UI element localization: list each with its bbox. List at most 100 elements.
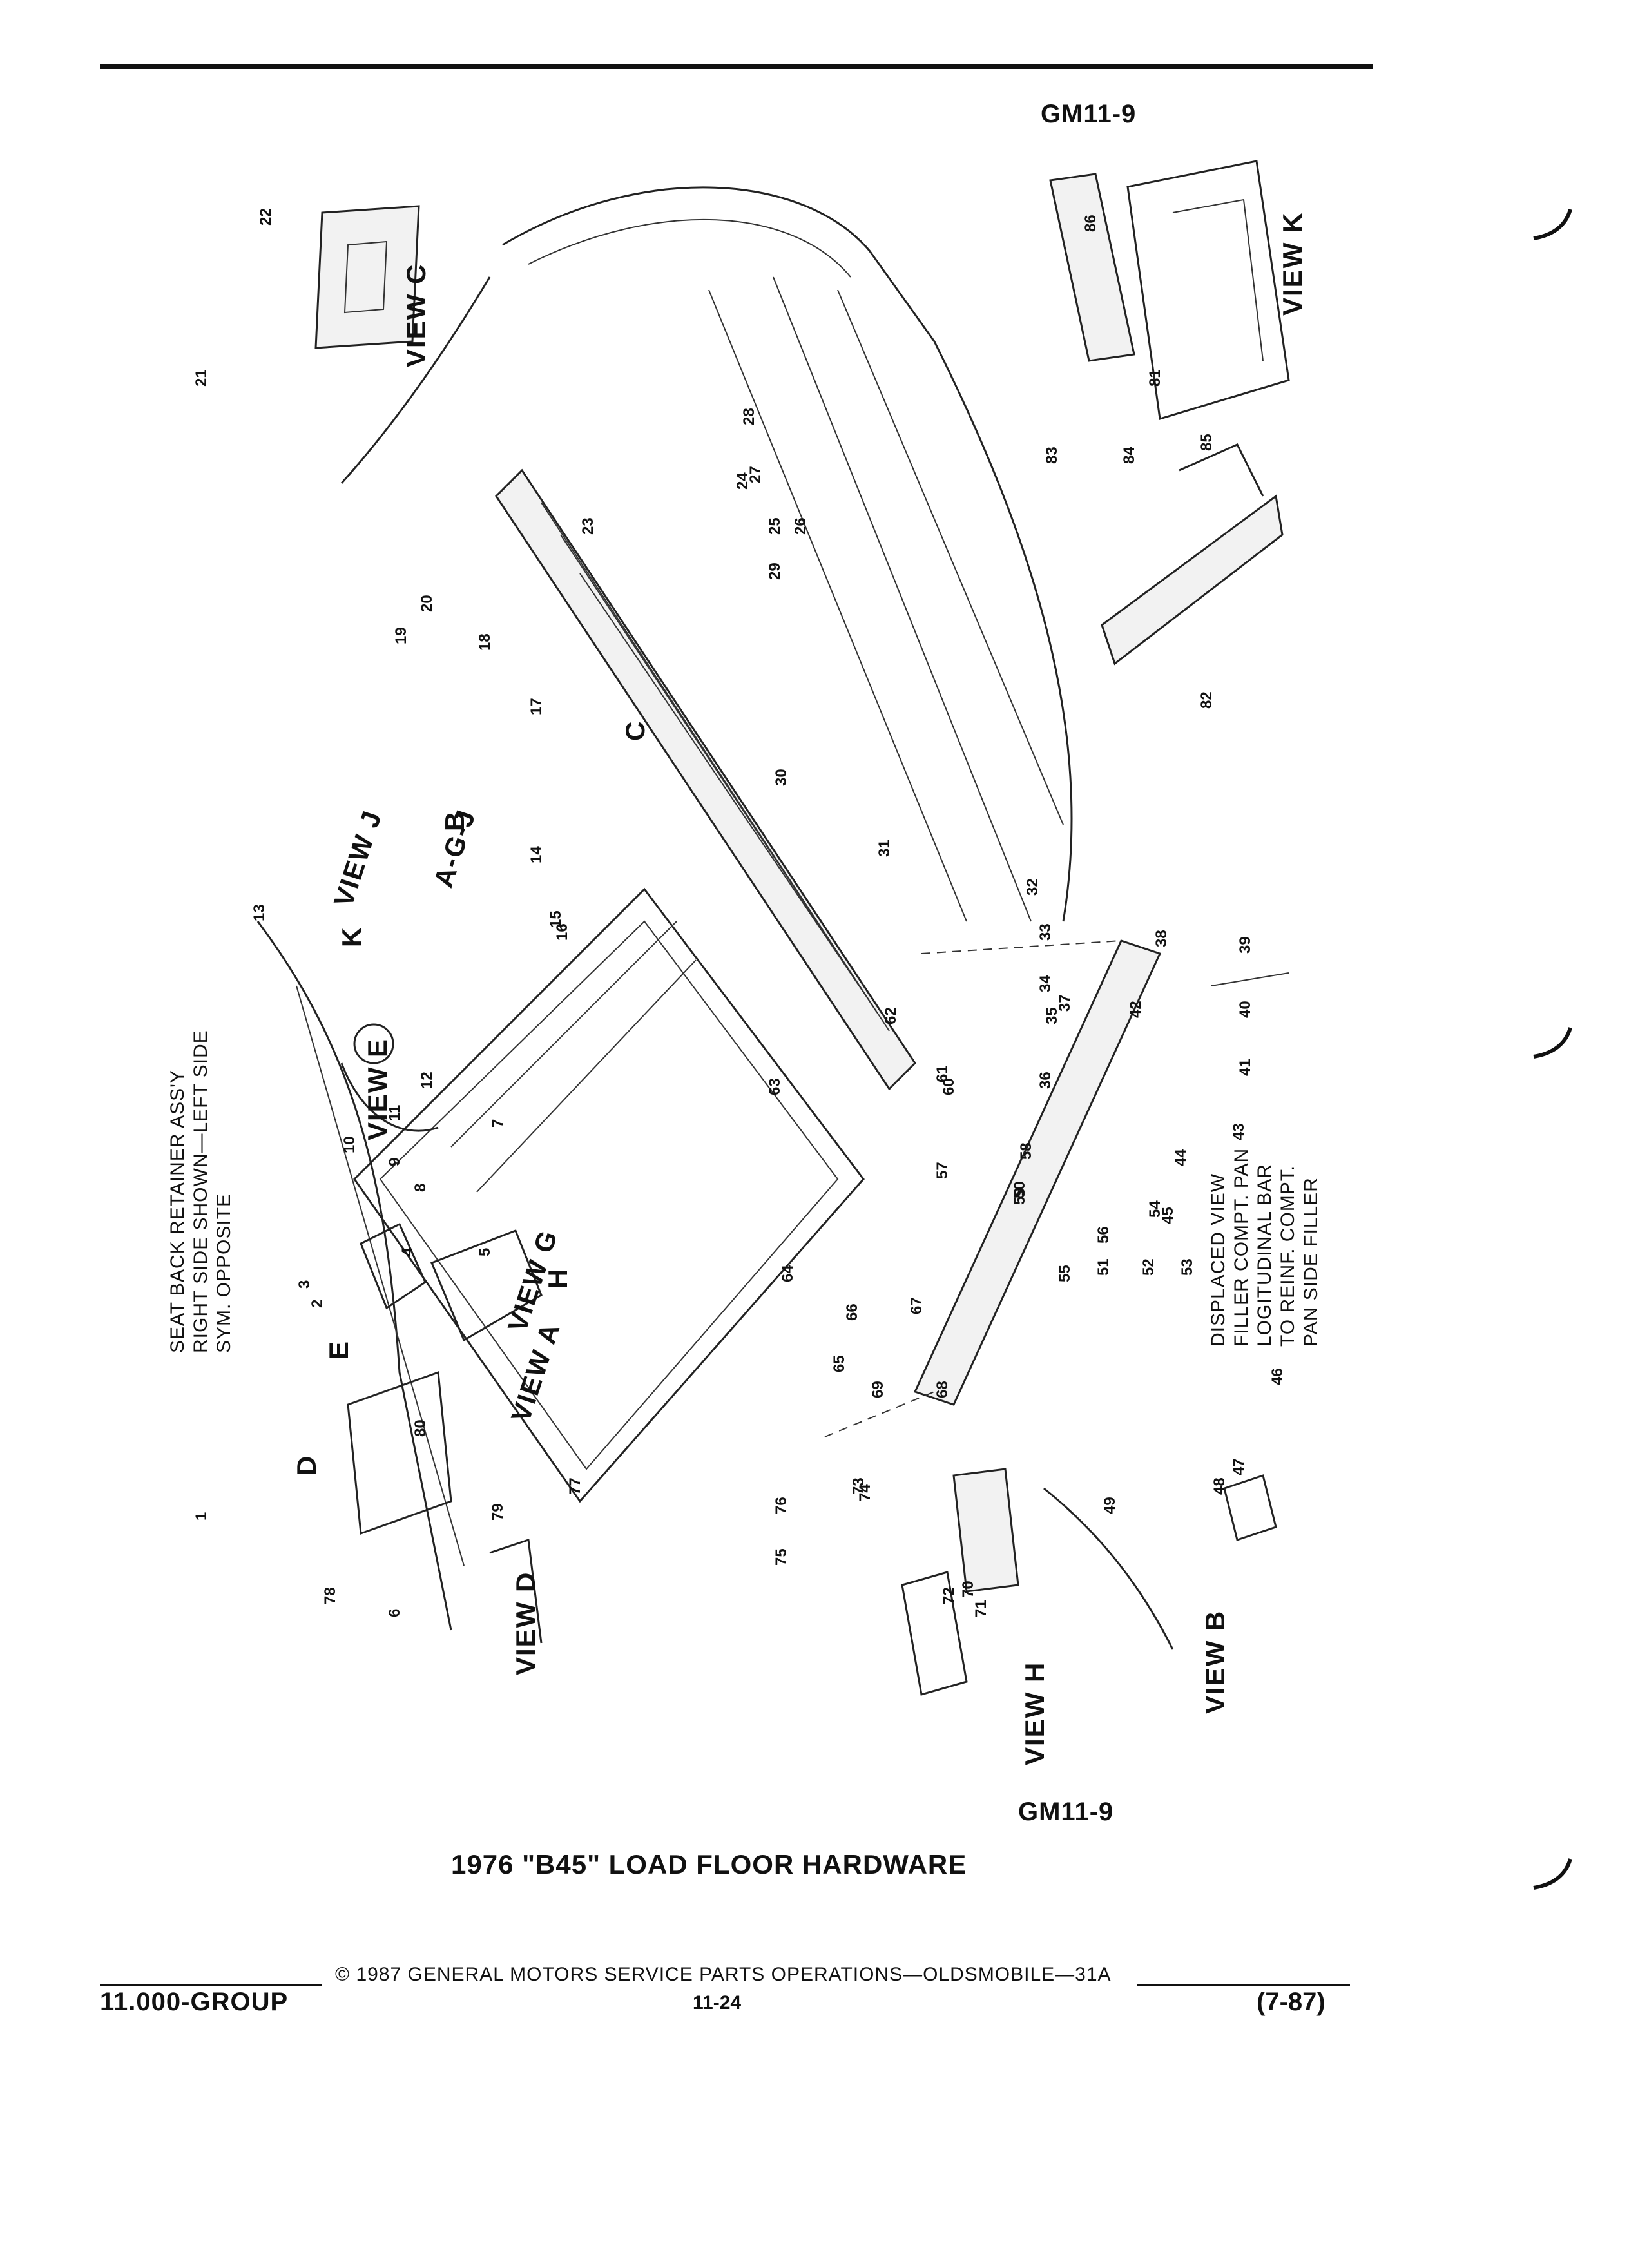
footer-date: (7-87): [1257, 1988, 1325, 2016]
displaced-view-note-line-4: TO REINF. COMPT.: [1277, 1165, 1298, 1347]
callout-36: 36: [1037, 1072, 1054, 1089]
body-outline: [256, 186, 1073, 1631]
callout-26: 26: [792, 517, 809, 535]
callout-69: 69: [869, 1381, 887, 1398]
binder-hole-mark-3: [1530, 1856, 1576, 1894]
callout-40: 40: [1237, 1001, 1254, 1018]
pointer-label-b: B: [439, 811, 470, 831]
view-d-label: VIEW D: [510, 1571, 541, 1675]
callout-68: 68: [934, 1381, 951, 1398]
view-b-label: VIEW B: [1200, 1610, 1230, 1714]
view-e-label: VIEW E: [362, 1038, 392, 1140]
displaced-view-note-line-3: LOGITUDINAL BAR: [1254, 1164, 1275, 1347]
callout-52: 52: [1140, 1258, 1157, 1276]
footer-rule-right: [1137, 1984, 1350, 1986]
callout-59: 59: [1011, 1187, 1028, 1205]
callout-65: 65: [831, 1355, 848, 1372]
callout-6: 6: [386, 1609, 403, 1617]
callout-57: 57: [934, 1162, 951, 1179]
callout-49: 49: [1101, 1497, 1119, 1514]
callout-7: 7: [489, 1119, 506, 1128]
callout-75: 75: [773, 1548, 790, 1566]
callout-63: 63: [766, 1078, 784, 1095]
callout-24: 24: [734, 472, 751, 490]
view-c-label: VIEW C: [401, 264, 431, 367]
callout-54: 54: [1146, 1200, 1164, 1218]
callout-16: 16: [554, 923, 571, 941]
view-c-plate: [314, 205, 420, 349]
callout-50: 50: [1011, 1181, 1028, 1198]
callout-70: 70: [959, 1581, 977, 1598]
footer-copyright: © 1987 GENERAL MOTORS SERVICE PARTS OPER…: [335, 1964, 1112, 1985]
callout-4: 4: [399, 1247, 416, 1256]
view-k-parts: [1049, 160, 1290, 666]
callout-8: 8: [412, 1184, 429, 1192]
displaced-view-note-line-2: FILLER COMPT. PAN: [1231, 1148, 1252, 1347]
callout-9: 9: [386, 1158, 403, 1166]
view-k-label: VIEW K: [1277, 212, 1307, 316]
top-rule: [100, 64, 1373, 69]
pointer-label-k: K: [336, 927, 367, 947]
callout-53: 53: [1179, 1258, 1196, 1276]
seat-back-note-line-1: SEAT BACK RETAINER ASS'Y: [167, 1070, 188, 1353]
callout-60: 60: [940, 1078, 958, 1095]
callout-27: 27: [747, 466, 764, 483]
callout-38: 38: [1153, 930, 1170, 947]
callout-61: 61: [934, 1065, 951, 1082]
gm-code-top: GM11-9: [1041, 100, 1137, 128]
callout-64: 64: [779, 1265, 796, 1282]
callout-3: 3: [296, 1280, 313, 1289]
view-h-label: VIEW H: [1019, 1662, 1050, 1765]
callout-31: 31: [876, 840, 893, 857]
callout-51: 51: [1095, 1258, 1112, 1276]
callout-21: 21: [193, 369, 210, 387]
callout-43: 43: [1230, 1123, 1248, 1140]
callout-83: 83: [1043, 447, 1061, 464]
view-j-label: VIEW J: [328, 806, 387, 910]
callout-73: 73: [850, 1477, 867, 1495]
figure-caption: 1976 "B45" LOAD FLOOR HARDWARE: [451, 1849, 967, 1879]
load-floor-panel: [495, 468, 916, 1091]
callout-2: 2: [309, 1300, 326, 1308]
pointer-label-e: E: [323, 1340, 354, 1360]
callout-67: 67: [908, 1297, 925, 1314]
misc-hardware: [340, 1023, 1277, 1696]
callout-37: 37: [1056, 994, 1074, 1012]
displaced-view-note-line-1: DISPLACED VIEW: [1208, 1173, 1229, 1347]
callout-35: 35: [1043, 1007, 1061, 1024]
callout-42: 42: [1127, 1001, 1144, 1018]
callout-74: 74: [856, 1484, 874, 1501]
binder-hole-mark-1: [1530, 206, 1576, 245]
callout-10: 10: [341, 1136, 358, 1153]
callout-11: 11: [386, 1105, 403, 1121]
callout-17: 17: [528, 698, 545, 715]
seat-back-note-line-3: SYM. OPPOSITE: [213, 1193, 235, 1353]
callout-82: 82: [1198, 691, 1215, 709]
callout-71: 71: [972, 1600, 990, 1617]
callout-76: 76: [773, 1497, 790, 1514]
callout-66: 66: [843, 1303, 861, 1321]
callout-12: 12: [418, 1072, 436, 1089]
callout-45: 45: [1159, 1207, 1177, 1224]
binder-hole-mark-2: [1530, 1024, 1576, 1063]
callout-44: 44: [1172, 1149, 1190, 1166]
callout-34: 34: [1037, 975, 1054, 992]
exploded-parts-diagram: SEAT BACK RETAINER ASS'Y RIGHT SIDE SHOW…: [129, 84, 1373, 1823]
callout-62: 62: [882, 1007, 900, 1024]
pointer-label-d: D: [291, 1455, 322, 1475]
seat-back-frame: [353, 887, 865, 1503]
footer-rule-left: [100, 1984, 322, 1986]
callout-32: 32: [1024, 878, 1041, 896]
longitudinal-bar: [824, 939, 1289, 1437]
callout-78: 78: [322, 1587, 339, 1604]
callout-77: 77: [566, 1477, 584, 1495]
callout-41: 41: [1237, 1059, 1254, 1076]
callout-15: 15: [547, 910, 564, 928]
callout-13: 13: [251, 904, 268, 921]
callout-30: 30: [773, 769, 790, 786]
callout-19: 19: [392, 627, 410, 644]
callout-48: 48: [1211, 1477, 1228, 1495]
footer-group: 11.000-GROUP: [100, 1988, 289, 2016]
callout-39: 39: [1237, 936, 1254, 954]
